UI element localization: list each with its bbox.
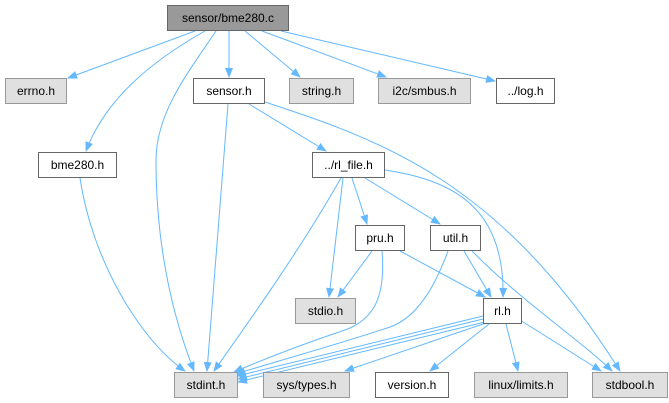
edge-bme280-c-to-string (244, 30, 301, 78)
edge-bme280-c-to-smbus (261, 30, 387, 78)
node-util-h[interactable]: util.h (430, 225, 481, 251)
edge-rl-file-to-rl (384, 169, 508, 298)
node-sensor-h[interactable]: sensor.h (193, 78, 265, 104)
node-i2c-smbus-h[interactable]: i2c/smbus.h (378, 78, 471, 104)
edge-rl-file-to-stdio (326, 177, 344, 298)
node-bme280-h[interactable]: bme280.h (38, 152, 117, 178)
edge-bme280-c-to-errno (67, 30, 196, 79)
node-errno-h[interactable]: errno.h (5, 78, 67, 104)
edge-sensor-h-to-stdint (203, 103, 229, 372)
node-stdbool-h[interactable]: stdbool.h (592, 372, 668, 398)
node-pru-h[interactable]: pru.h (355, 225, 405, 251)
edge-bme280-c-to-stdint (155, 30, 217, 372)
edge-util-to-stdbool (471, 250, 613, 372)
node-rl-h[interactable]: rl.h (483, 298, 522, 324)
edge-rl-to-version (429, 323, 490, 372)
edge-pru-to-rl (399, 250, 486, 298)
edge-util-to-rl (463, 250, 492, 298)
node-linux-limits-h[interactable]: linux/limits.h (474, 372, 568, 398)
node-string-h[interactable]: string.h (289, 78, 354, 104)
edge-util-to-stdint (235, 250, 449, 376)
node-log-h[interactable]: ../log.h (496, 78, 555, 104)
edge-pru-to-stdio (337, 250, 373, 298)
node-bme280-c[interactable]: sensor/bme280.c (167, 5, 289, 31)
edge-rl-file-to-pru (351, 177, 369, 225)
node-stdio-h[interactable]: stdio.h (295, 298, 356, 324)
edge-sensor-h-to-rl-file (248, 103, 327, 152)
edge-rl-to-sys-types (344, 322, 487, 372)
edge-rl-to-stdint-1 (236, 315, 484, 378)
edge-pru-to-stdint (233, 250, 384, 373)
edge-rl-file-to-util (364, 177, 441, 225)
node-version-h[interactable]: version.h (375, 372, 449, 398)
edge-bme280-c-to-bme280-h (85, 30, 206, 152)
edge-rl-file-to-stdint (213, 177, 342, 372)
edge-rl-to-limits (505, 323, 520, 372)
edge-rl-to-stdint-2 (237, 318, 484, 381)
node-stdint-h[interactable]: stdint.h (174, 372, 238, 398)
edge-bme280-h-to-stdint (79, 177, 186, 372)
edge-sensor-h-to-stdbool (264, 101, 621, 372)
node-rl-file-h[interactable]: ../rl_file.h (312, 152, 385, 178)
edge-bme280-c-to-log (280, 30, 496, 83)
edge-rl-to-stdbool (519, 319, 602, 372)
node-sys-types-h[interactable]: sys/types.h (263, 372, 350, 398)
